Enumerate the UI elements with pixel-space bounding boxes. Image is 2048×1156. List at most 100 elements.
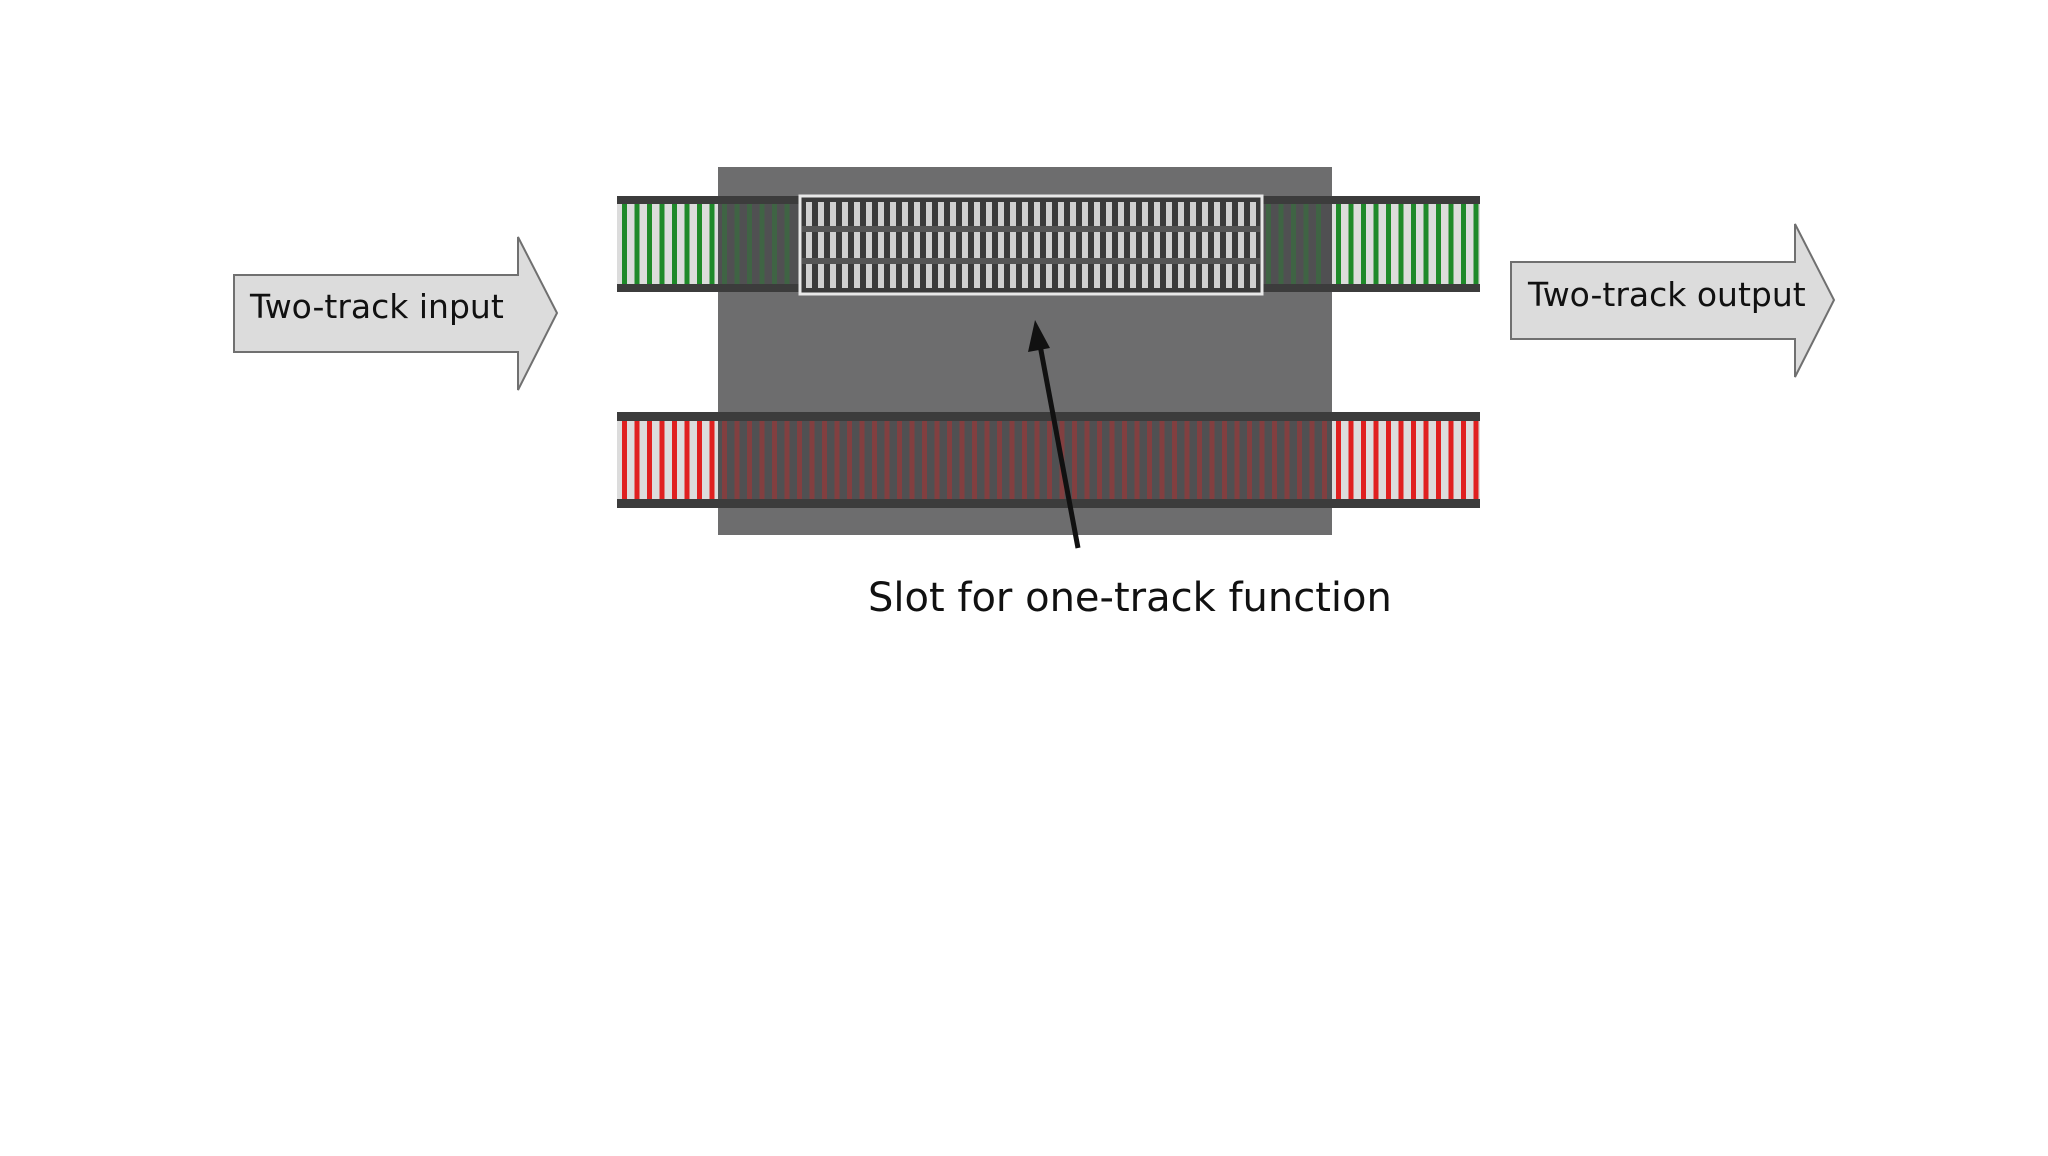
failure-track-tie — [797, 421, 802, 499]
pointer-shaft — [1037, 344, 1081, 549]
slot-tie — [854, 202, 860, 288]
failure-track-tie — [1134, 421, 1140, 499]
slot-tie — [890, 202, 896, 288]
slot-rail-top — [802, 226, 1260, 232]
failure-track-tie — [1234, 421, 1240, 499]
slot-tie — [1070, 202, 1076, 288]
failure-track-tie — [1284, 421, 1290, 499]
success-track-tie — [684, 204, 690, 284]
output-arrow-icon — [1510, 223, 1836, 378]
failure-track-tie — [1047, 421, 1052, 499]
failure-track-tie — [1322, 421, 1327, 499]
failure-track-tie — [984, 421, 990, 499]
slot-tie — [1190, 202, 1196, 288]
slot-frame — [798, 194, 1264, 296]
failure-track-tie — [1184, 421, 1190, 499]
failure-track-tie — [1448, 421, 1454, 499]
failure-track-tie — [734, 421, 740, 499]
success-track-tie — [1448, 204, 1454, 284]
failure-track-tie — [809, 421, 815, 499]
success-track-tie — [1473, 204, 1479, 284]
failure-track-tie — [697, 421, 702, 499]
slot-pointer — [1028, 320, 1081, 549]
failure-track-tie — [1398, 421, 1404, 499]
slot-tie — [1226, 202, 1232, 288]
failure-track-tie — [1348, 421, 1354, 499]
slot-tie — [1082, 202, 1088, 288]
failure-rail-top — [617, 412, 1480, 421]
failure-track-tie — [1336, 421, 1341, 499]
failure-track-tie — [1084, 421, 1090, 499]
slot-label: Slot for one-track function — [868, 575, 1392, 621]
failure-track-tie — [1309, 421, 1315, 499]
failure-track-tie — [784, 421, 790, 499]
success-track-tie — [734, 204, 740, 284]
slot-tie — [818, 202, 824, 288]
pointer-arrowhead-icon — [1028, 320, 1050, 352]
success-track-bed-housing-right — [1262, 196, 1332, 292]
slot-tie — [1130, 202, 1136, 288]
success-track-tie — [622, 204, 627, 284]
failure-track-tie — [947, 421, 952, 499]
success-track-tie — [759, 204, 765, 284]
failure-track-tie — [834, 421, 840, 499]
failure-track-tie — [1386, 421, 1391, 499]
success-track-tie — [772, 204, 777, 284]
failure-track-tie — [759, 421, 765, 499]
slot-tie — [830, 202, 836, 288]
one-track-slot — [798, 194, 1264, 296]
success-track-tie — [1461, 204, 1466, 284]
failure-track-bed-left — [617, 412, 718, 508]
failure-track-tie — [1197, 421, 1202, 499]
success-track-tie — [1303, 204, 1309, 284]
slot-tie — [1250, 202, 1256, 288]
failure-track-tie — [997, 421, 1002, 499]
failure-track-tie — [1259, 421, 1265, 499]
success-track-tie — [1316, 204, 1321, 284]
failure-track — [617, 412, 1480, 508]
failure-track-tie — [1172, 421, 1177, 499]
failure-track-tie — [959, 421, 965, 499]
slot-tie — [1106, 202, 1112, 288]
success-track-tie — [1436, 204, 1441, 284]
slot-ties — [806, 202, 1256, 288]
success-track-tie — [1291, 204, 1296, 284]
failure-track-tie — [1411, 421, 1416, 499]
slot-tie — [1178, 202, 1184, 288]
failure-track-tie — [1147, 421, 1152, 499]
failure-track-tie — [1373, 421, 1379, 499]
failure-track-tie — [1022, 421, 1027, 499]
failure-track-tie — [1159, 421, 1165, 499]
input-label: Two-track input — [249, 287, 504, 326]
failure-track-tie — [1209, 421, 1215, 499]
failure-track-tie — [922, 421, 927, 499]
slot-tie — [842, 202, 848, 288]
slot-tie — [1034, 202, 1040, 288]
output-arrow: Two-track output — [1510, 223, 1836, 378]
failure-track-tie — [1222, 421, 1227, 499]
slot-tie — [1046, 202, 1052, 288]
failure-track-tie — [622, 421, 627, 499]
success-track-tie — [747, 204, 752, 284]
failure-track-tie — [847, 421, 852, 499]
input-arrow: Two-track input — [233, 236, 559, 391]
success-track-tie — [1423, 204, 1429, 284]
failure-track-tie — [672, 421, 677, 499]
success-track — [617, 196, 1480, 292]
failure-track-tie — [1361, 421, 1366, 499]
slot-tie — [1142, 202, 1148, 288]
failure-track-tie — [1297, 421, 1302, 499]
output-label: Two-track output — [1527, 275, 1806, 314]
failure-track-tie — [684, 421, 690, 499]
success-track-tie — [1361, 204, 1366, 284]
success-track-tie — [784, 204, 790, 284]
failure-track-tie — [1072, 421, 1077, 499]
slot-tie — [902, 202, 908, 288]
success-track-tie — [1386, 204, 1391, 284]
failure-track-tie — [859, 421, 865, 499]
success-track-bed-housing — [718, 196, 800, 292]
slot-tie — [914, 202, 920, 288]
failure-track-tie — [1461, 421, 1466, 499]
failure-track-tie — [909, 421, 915, 499]
